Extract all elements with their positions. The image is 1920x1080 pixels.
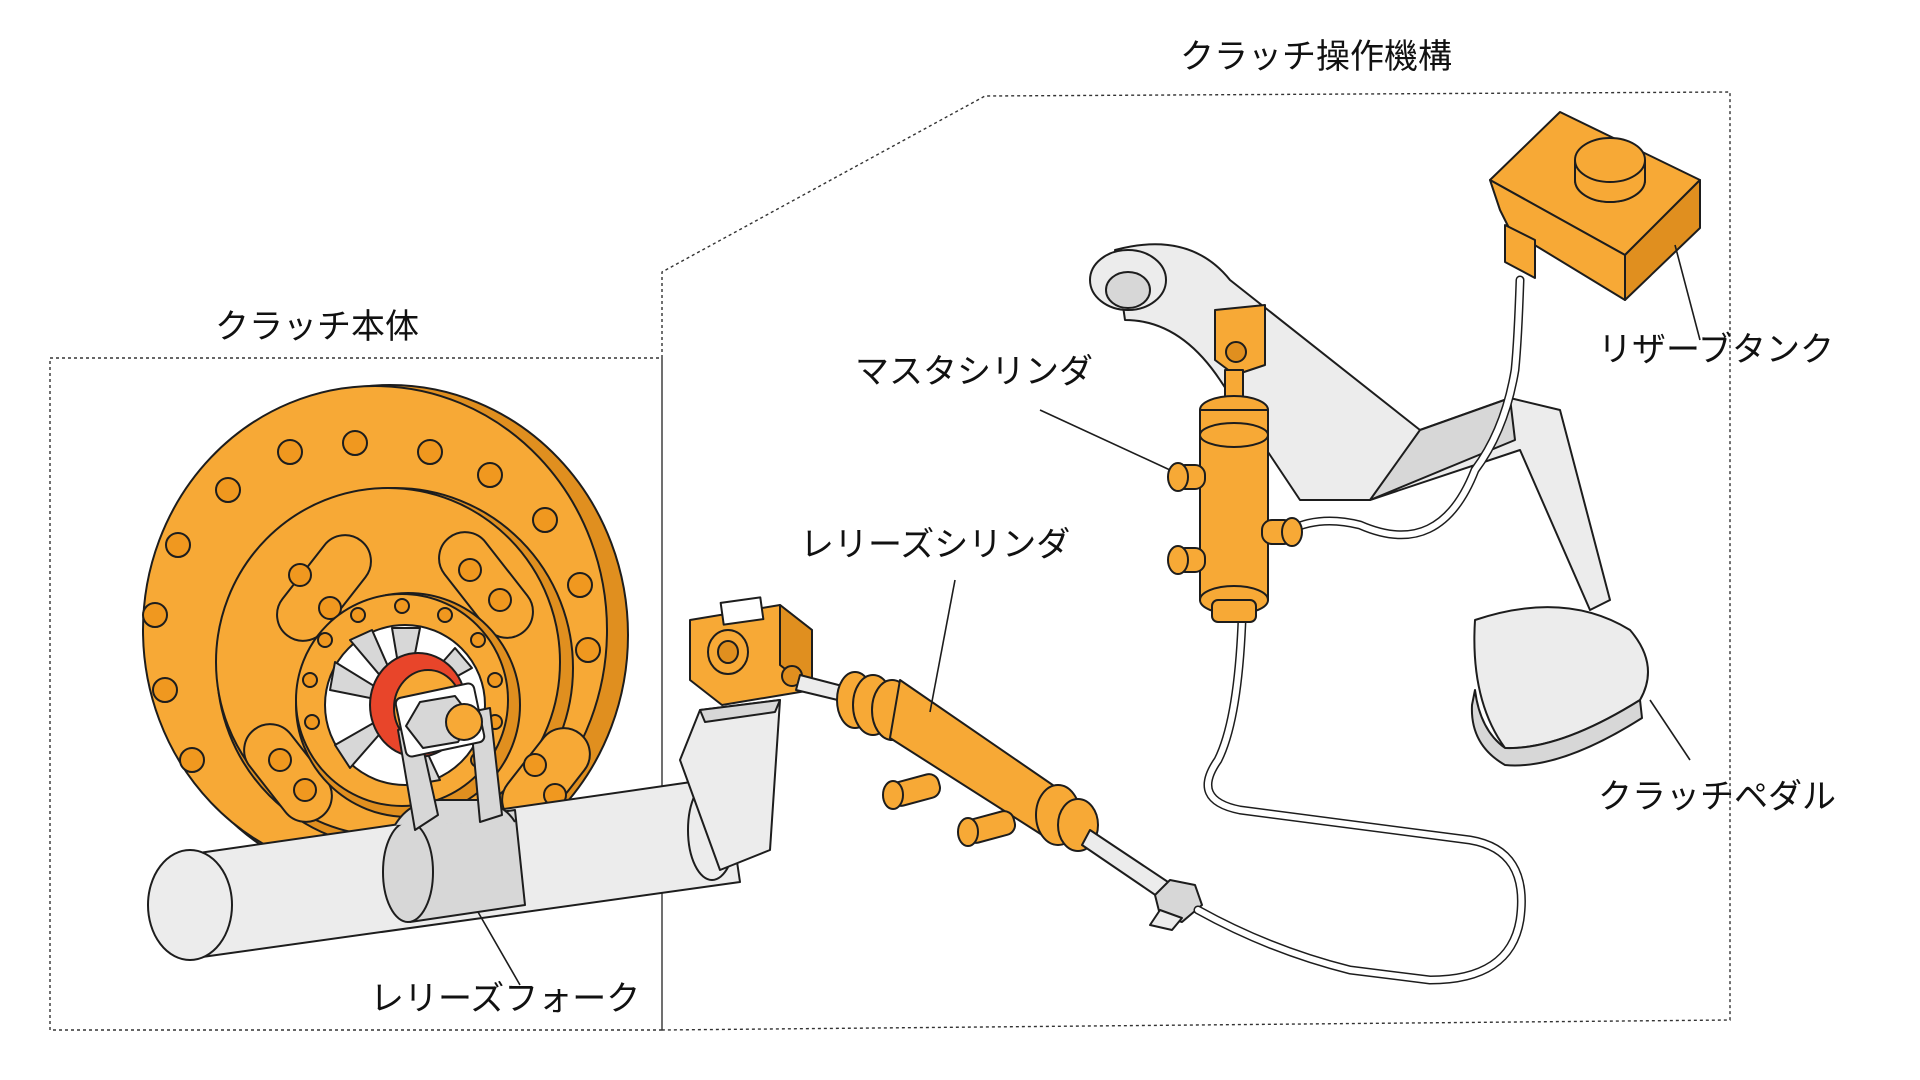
release-cylinder	[689, 596, 1203, 931]
hydraulic-hoses	[1193, 275, 1526, 985]
leader-release-cylinder	[929, 579, 956, 713]
leader-reservoir-tank	[1674, 244, 1701, 341]
outer-bolt-holes	[142, 430, 601, 773]
leader-master-cylinder	[1039, 409, 1171, 471]
leader-release-fork	[477, 911, 521, 986]
reservoir-tank	[1489, 111, 1701, 301]
pedal-icon	[1089, 243, 1649, 767]
release-cylinder-bracket	[679, 699, 781, 871]
release-fork	[382, 682, 526, 923]
label-release-fork: レリーズフォーク	[370, 979, 641, 1019]
label-clutch-pedal: クラッチペダル	[1598, 777, 1836, 817]
label-clutch-body: クラッチ本体	[215, 307, 419, 347]
mechanism-boundary	[661, 91, 1731, 1031]
plate-slots	[243, 531, 591, 827]
master-cylinder	[1167, 304, 1303, 623]
label-master-cylinder: マスタシリンダ	[855, 352, 1093, 392]
label-clutch-mechanism: クラッチ操作機構	[1180, 37, 1452, 77]
label-release-cylinder: レリーズシリンダ	[800, 525, 1071, 565]
label-reservoir-tank: リザーブタンク	[1598, 330, 1834, 370]
leader-clutch-pedal	[1649, 699, 1691, 761]
